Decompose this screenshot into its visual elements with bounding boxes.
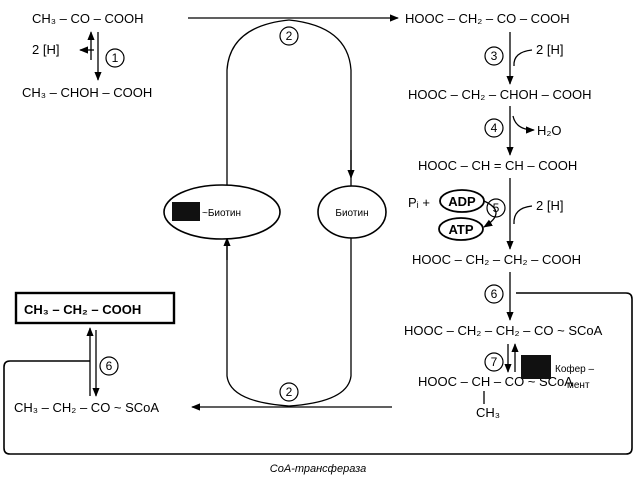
phosphate-label: Pᵢ + [408,195,430,210]
biotin-loop-left [226,19,290,407]
oxaloacetate-formula: HOOC – CH₂ – CO – COOH [405,11,570,26]
coa-transferase-loop [3,292,633,455]
atp-ellipse [438,217,484,241]
step5-number: 5 [493,201,500,215]
step7-circle [484,352,504,372]
methylmalonyl-coa-methyl: CH₃ [476,405,500,420]
step6-right-circle [484,284,504,304]
atp-label: ATP [448,222,473,237]
coenzyme-label-line1: Кофер – [555,363,595,375]
step7-number: 7 [491,355,498,369]
lactate-formula: CH₃ – CHOH – COOH [22,85,152,100]
step2-top-number: 2 [286,29,293,43]
step1-hydrogen: 2 [H] [32,42,59,57]
step1-number: 1 [112,51,119,65]
step5-hydrogen: 2 [H] [536,198,563,213]
biotin-label: Биотин [335,208,368,219]
adp-label: ADP [448,194,476,209]
step4-water-curve [512,115,535,134]
carboxybiotin-block [172,202,200,221]
carboxybiotin-label: ~Биотин [202,208,241,219]
fumarate-formula: HOOC – CH = CH – COOH [418,158,577,173]
propionyl-coa-formula: CH₃ – CH₂ – CO ~ SCoA [14,400,159,415]
step4-water: H₂O [537,123,562,138]
carboxybiotin-ellipse [163,184,281,240]
malate-formula: HOOC – CH₂ – CHOH – COOH [408,87,591,102]
step3-circle [484,46,504,66]
step2-top-circle [279,26,299,46]
succinate-formula: HOOC – CH₂ – CH₂ – COOH [412,252,581,267]
step2-bottom-circle [279,382,299,402]
step4-circle [484,118,504,138]
step5-h-curve [513,205,533,225]
coenzyme-block [521,355,551,379]
step5-circle [486,198,506,218]
biotin-loop-right [288,19,352,407]
step3-h-curve [513,49,533,67]
step3-hydrogen: 2 [H] [536,42,563,57]
step2-bottom-number: 2 [286,385,293,399]
step6-left-number: 6 [106,359,113,373]
coenzyme-label-line2: мент [567,380,590,391]
propionate-formula: CH₃ – CH₂ – COOH [24,302,141,317]
step6-right-number: 6 [491,287,498,301]
step6-left-circle [99,356,119,376]
pyruvate-formula: CH₃ – CO – COOH [32,11,143,26]
step1-circle [105,48,125,68]
figure-caption: СоА-трансфераза [270,463,366,475]
propionate-box [14,291,176,325]
adp-atp-curve [483,200,497,228]
step3-number: 3 [491,49,498,63]
biotin-ellipse [317,185,387,239]
succinyl-coa-formula: HOOC – CH₂ – CH₂ – CO ~ SCoA [404,323,603,338]
step4-number: 4 [491,121,498,135]
